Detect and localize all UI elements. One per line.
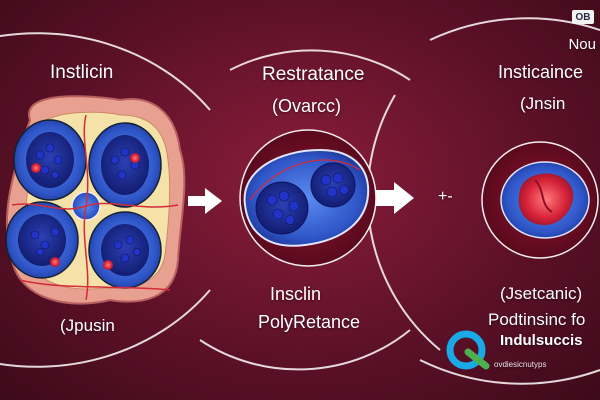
resistance-cell [243, 148, 370, 247]
panel-2-caption-1: Insclin [270, 284, 322, 304]
plus-minus-sign: +- [438, 188, 453, 205]
panel-3-caption-1: (Jsetcanic) [500, 284, 583, 303]
panel-2-title: Restratance [262, 64, 365, 85]
insulin-cell [500, 161, 590, 239]
background-arcs [0, 17, 600, 385]
panel-3-caption-2: Podtinsinc fo [488, 310, 586, 329]
panel-2-subtitle: (Ovarcc) [272, 96, 341, 116]
logo-subtext: ovdiesicnutyps [494, 360, 547, 369]
corner-label: Nou [568, 36, 596, 53]
panel-2-caption-2: PolyRetance [258, 312, 361, 332]
vessels [11, 114, 179, 301]
tissue-cross-section [5, 95, 186, 305]
red-markers [31, 153, 140, 270]
brand-logo-icon [446, 330, 490, 370]
arrow-right-icon [372, 182, 414, 214]
panel-3-caption-3: Indulsuccis [500, 332, 583, 349]
panel-3-title: Insticaince [498, 62, 584, 82]
panel-3-subtitle: (Jnsin [520, 94, 566, 113]
granules [30, 143, 141, 263]
flow-arrows [188, 182, 414, 214]
corner-badge: OB [572, 10, 594, 24]
panel-1-title: Instlicin [50, 62, 114, 83]
panel-1-caption: (Jpusin [60, 316, 115, 335]
arrow-right-icon [188, 188, 222, 214]
